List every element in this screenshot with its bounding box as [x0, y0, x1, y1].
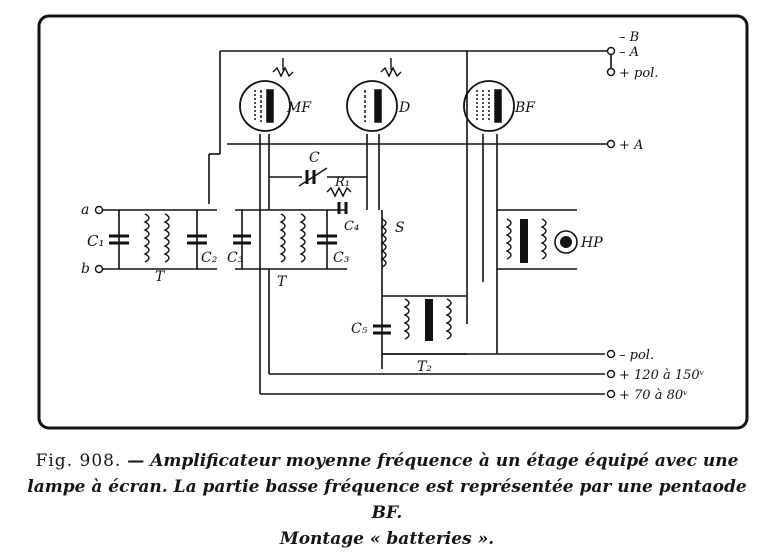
terminal-plus-120: + 120 à 150ᵛ: [619, 368, 705, 383]
caption-line-1: Fig. 908. — Amplificateur moyenne fréque…: [10, 448, 764, 474]
label-c3-left: C₃: [227, 250, 244, 266]
figure-number: Fig. 908.: [35, 451, 122, 471]
terminals: [94, 46, 616, 399]
label-r1: R₁: [334, 175, 350, 190]
c-variable-arrow: [298, 167, 328, 187]
coils: [143, 213, 547, 340]
caption-line-3: Montage « batteries ».: [279, 529, 495, 549]
tube-mf: MF: [239, 80, 312, 132]
label-hp: HP: [580, 235, 603, 251]
terminal-minus-b: – B: [619, 30, 639, 45]
label-c5: C₅: [351, 321, 368, 337]
tube-d: D: [346, 80, 410, 132]
figure-caption: Fig. 908. — Amplificateur moyenne fréque…: [10, 448, 764, 552]
t2-core: [425, 299, 433, 341]
terminal-plus-70: + 70 à 80ᵛ: [619, 388, 688, 403]
terminal-a: a: [81, 202, 89, 218]
caption-text-1: — Amplificateur moyenne fréquence à un é…: [121, 451, 739, 471]
label-t-left: T: [155, 269, 166, 285]
label-c3-right: C₃: [333, 250, 350, 266]
terminal-minus-pol: – pol.: [619, 348, 654, 363]
terminal-plus-a: + A: [619, 138, 643, 153]
caption-line-2: lampe à écran. La partie basse fréquence…: [27, 477, 747, 523]
label-c: C: [309, 150, 320, 166]
tube-label-bf: BF: [514, 100, 536, 116]
terminal-minus-a: – A: [619, 45, 639, 60]
diagram-border: [37, 14, 749, 430]
label-t-right: T: [277, 274, 288, 290]
circuit-diagram: MF D BF: [37, 14, 749, 430]
r1-resistor: [326, 186, 352, 198]
tube-bf: BF: [463, 80, 536, 132]
label-s: S: [395, 220, 405, 236]
output-transformer-core: [520, 219, 528, 263]
label-t2: T₂: [417, 359, 432, 375]
tube-label-mf: MF: [286, 100, 312, 116]
capacitors: [109, 170, 391, 335]
speaker-icon: [554, 230, 578, 254]
terminal-b: b: [81, 261, 90, 277]
wiring: [103, 50, 612, 395]
tube-label-d: D: [398, 100, 410, 116]
heater-rheostats: [272, 58, 402, 78]
terminal-plus-pol: + pol.: [619, 66, 658, 81]
label-c1: C₁: [87, 232, 105, 250]
label-c4: C₄: [344, 219, 359, 234]
label-c2: C₂: [201, 250, 218, 266]
